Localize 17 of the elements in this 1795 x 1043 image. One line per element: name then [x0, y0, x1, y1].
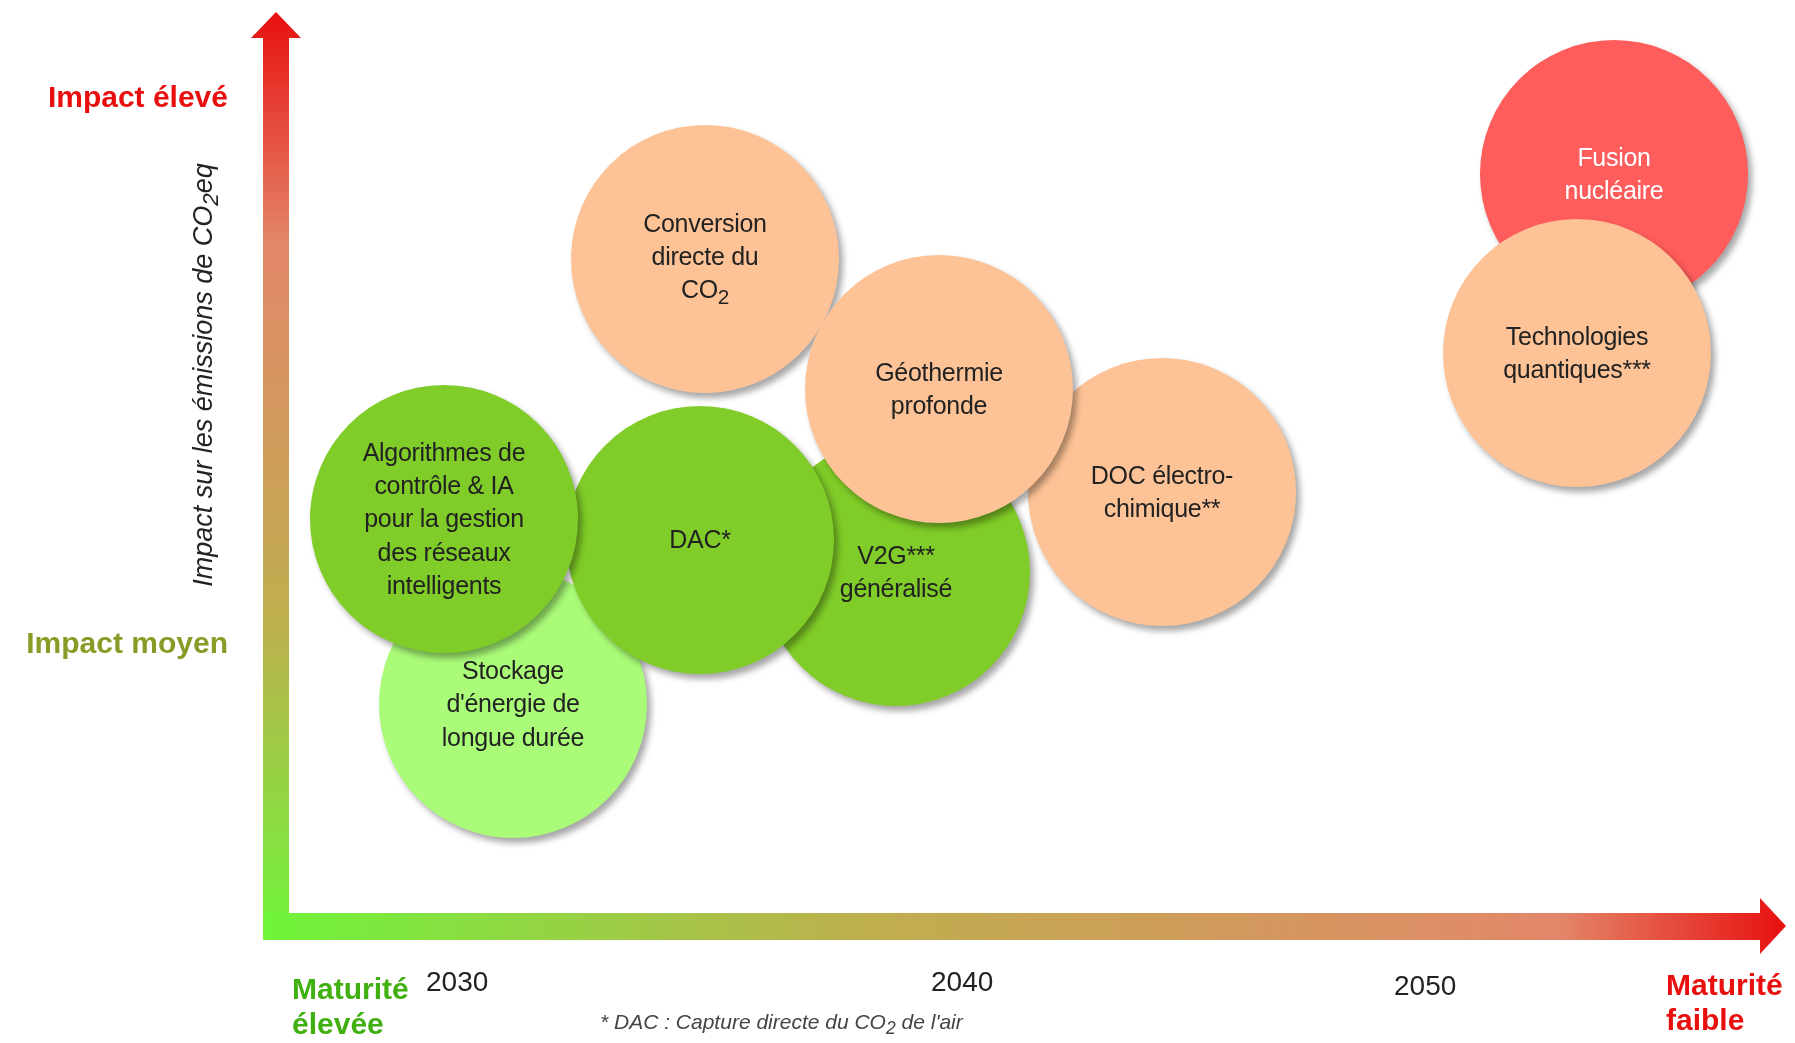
year-label: 2040: [931, 966, 994, 998]
technology-label: V2G*** généralisé: [838, 539, 954, 604]
technology-label: Technologies quantiques***: [1502, 320, 1652, 385]
axis-level-label: Impact élevé: [47, 80, 228, 114]
technology-label: Géothermie profonde: [874, 356, 1004, 421]
axis-level-label: Impact moyen: [26, 626, 228, 660]
technology-label: Fusion nucléaire: [1563, 141, 1665, 206]
axis-level-label: Maturité élevée: [292, 972, 410, 1041]
year-label: 2050: [1394, 970, 1457, 1002]
footnote: * DAC : Capture directe du CO$_{2}$ de l'air: [600, 1010, 963, 1040]
technology-label: DOC électro-chimique**: [1089, 459, 1235, 524]
technology-label: Stockage d'énergie de longue durée: [440, 655, 586, 753]
technology-label: DAC*: [669, 524, 731, 556]
technology-label: Conversion directe du CO$_{2}$: [642, 207, 768, 311]
technology-label: Algorithmes de contrôle & IA pour la gestion des réseaux intelligents: [362, 436, 526, 601]
year-label: 2030: [426, 966, 489, 998]
axis-level-label: Maturité faible: [1666, 968, 1784, 1037]
